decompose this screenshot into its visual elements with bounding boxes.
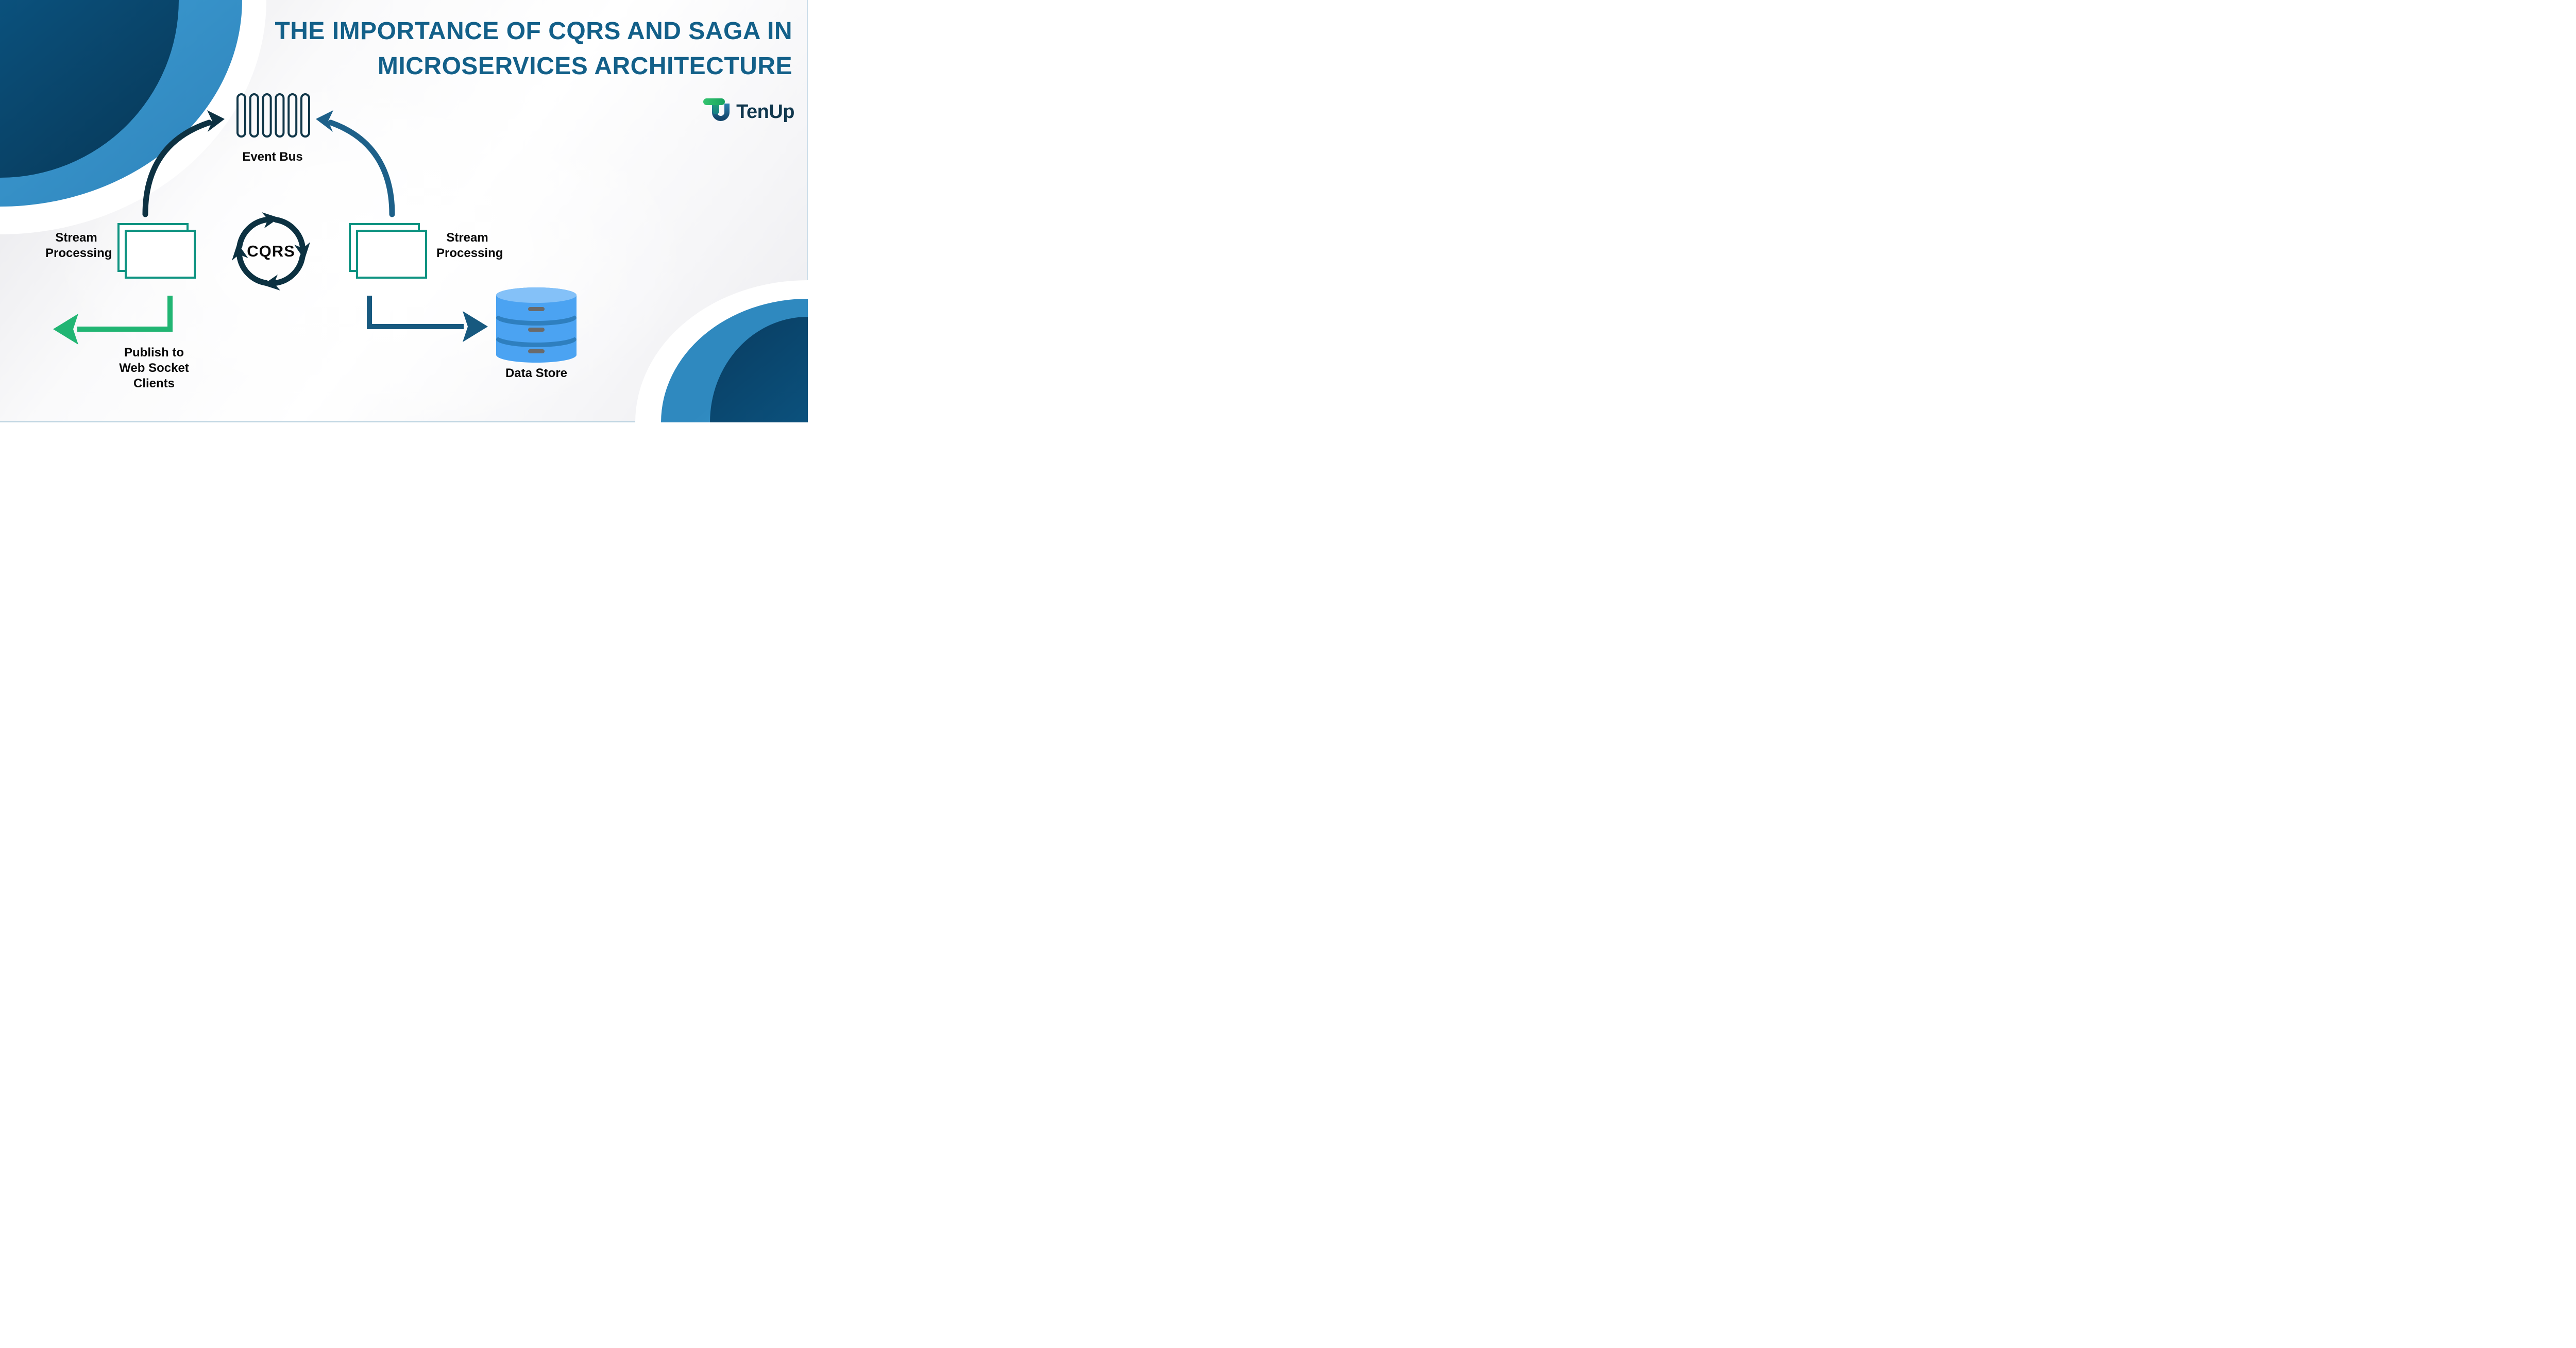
stream-processing-right-label: Stream Processing (436, 230, 503, 261)
data-store-label: Data Store (505, 366, 568, 380)
green-elbow-arrow-left (53, 296, 173, 345)
page-title: THE IMPORTANCE OF CQRS AND SAGA IN MICRO… (275, 14, 792, 84)
stream-processing-left-label-line2: Processing (45, 246, 112, 260)
bottom-edge-line (0, 421, 808, 422)
cqrs-cycle-icon (232, 212, 310, 291)
curved-arrow-right-to-event-bus (316, 110, 395, 217)
tenup-logo: TenUp (701, 94, 794, 124)
event-bus-icon (236, 93, 310, 138)
infographic-page: THE IMPORTANCE OF CQRS AND SAGA IN MICRO… (0, 0, 808, 422)
event-bus-label: Event Bus (242, 150, 303, 164)
page-title-line2: MICROSERVICES ARCHITECTURE (377, 53, 792, 80)
right-edge-line (807, 0, 808, 422)
arrowhead-icon (294, 242, 310, 260)
publish-websocket-label: Publish to Web Socket Clients (99, 345, 209, 391)
arrowhead-icon (262, 212, 279, 228)
page-title-line1: THE IMPORTANCE OF CQRS AND SAGA IN (275, 18, 792, 45)
publish-websocket-label-line1: Publish to (124, 346, 184, 360)
stream-processing-left-box (125, 230, 196, 279)
stream-processing-right-box (356, 230, 427, 279)
curved-arrow-left-to-event-bus (142, 110, 225, 217)
publish-websocket-label-line2: Web Socket Clients (119, 361, 189, 390)
cqrs-label: CQRS (247, 242, 295, 260)
arrowhead-icon (207, 110, 225, 132)
diagram-arrows-layer (53, 110, 488, 345)
blue-elbow-arrow-right (367, 296, 488, 342)
tenup-logo-mark (703, 98, 730, 121)
arrowhead-icon (232, 243, 248, 261)
stream-processing-left-label: Stream Processing (45, 230, 112, 261)
arrowhead-icon (53, 314, 78, 345)
stream-processing-right-label-line1: Stream (446, 231, 488, 245)
database-icon (496, 287, 577, 363)
arrowhead-icon (316, 110, 333, 132)
stream-processing-right-label-line2: Processing (436, 246, 503, 260)
stream-processing-left-label-line1: Stream (55, 231, 97, 245)
tenup-logo-text: TenUp (736, 101, 794, 123)
arrowhead-icon (263, 275, 280, 291)
arrowhead-icon (463, 311, 488, 342)
